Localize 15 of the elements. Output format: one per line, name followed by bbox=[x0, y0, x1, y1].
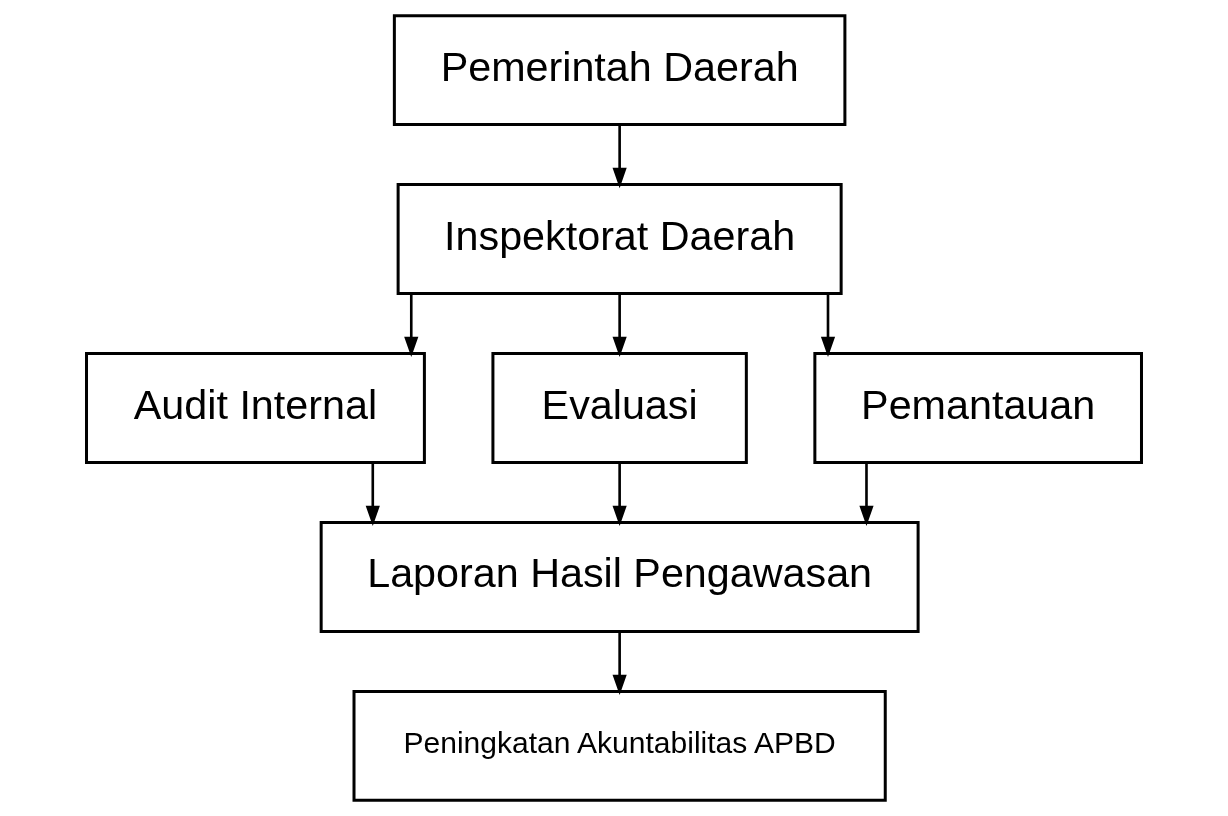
node-box: Evaluasi bbox=[491, 352, 748, 464]
arrow bbox=[365, 463, 380, 527]
arrow bbox=[404, 294, 419, 358]
node-box: Pemantauan bbox=[813, 352, 1143, 464]
arrow bbox=[859, 463, 874, 527]
node-box: Audit Internal bbox=[85, 352, 426, 464]
arrow bbox=[612, 463, 627, 527]
node-box: Peningkatan Akuntabilitas APBD bbox=[352, 689, 887, 802]
node-box: Pemerintah Daerah bbox=[392, 14, 847, 127]
arrow bbox=[612, 632, 627, 695]
node-box: Inspektorat Daerah bbox=[396, 183, 843, 295]
arrow bbox=[820, 294, 836, 358]
node-box: Laporan Hasil Pengawasan bbox=[319, 521, 920, 633]
arrow bbox=[612, 125, 627, 189]
arrow bbox=[612, 294, 627, 358]
